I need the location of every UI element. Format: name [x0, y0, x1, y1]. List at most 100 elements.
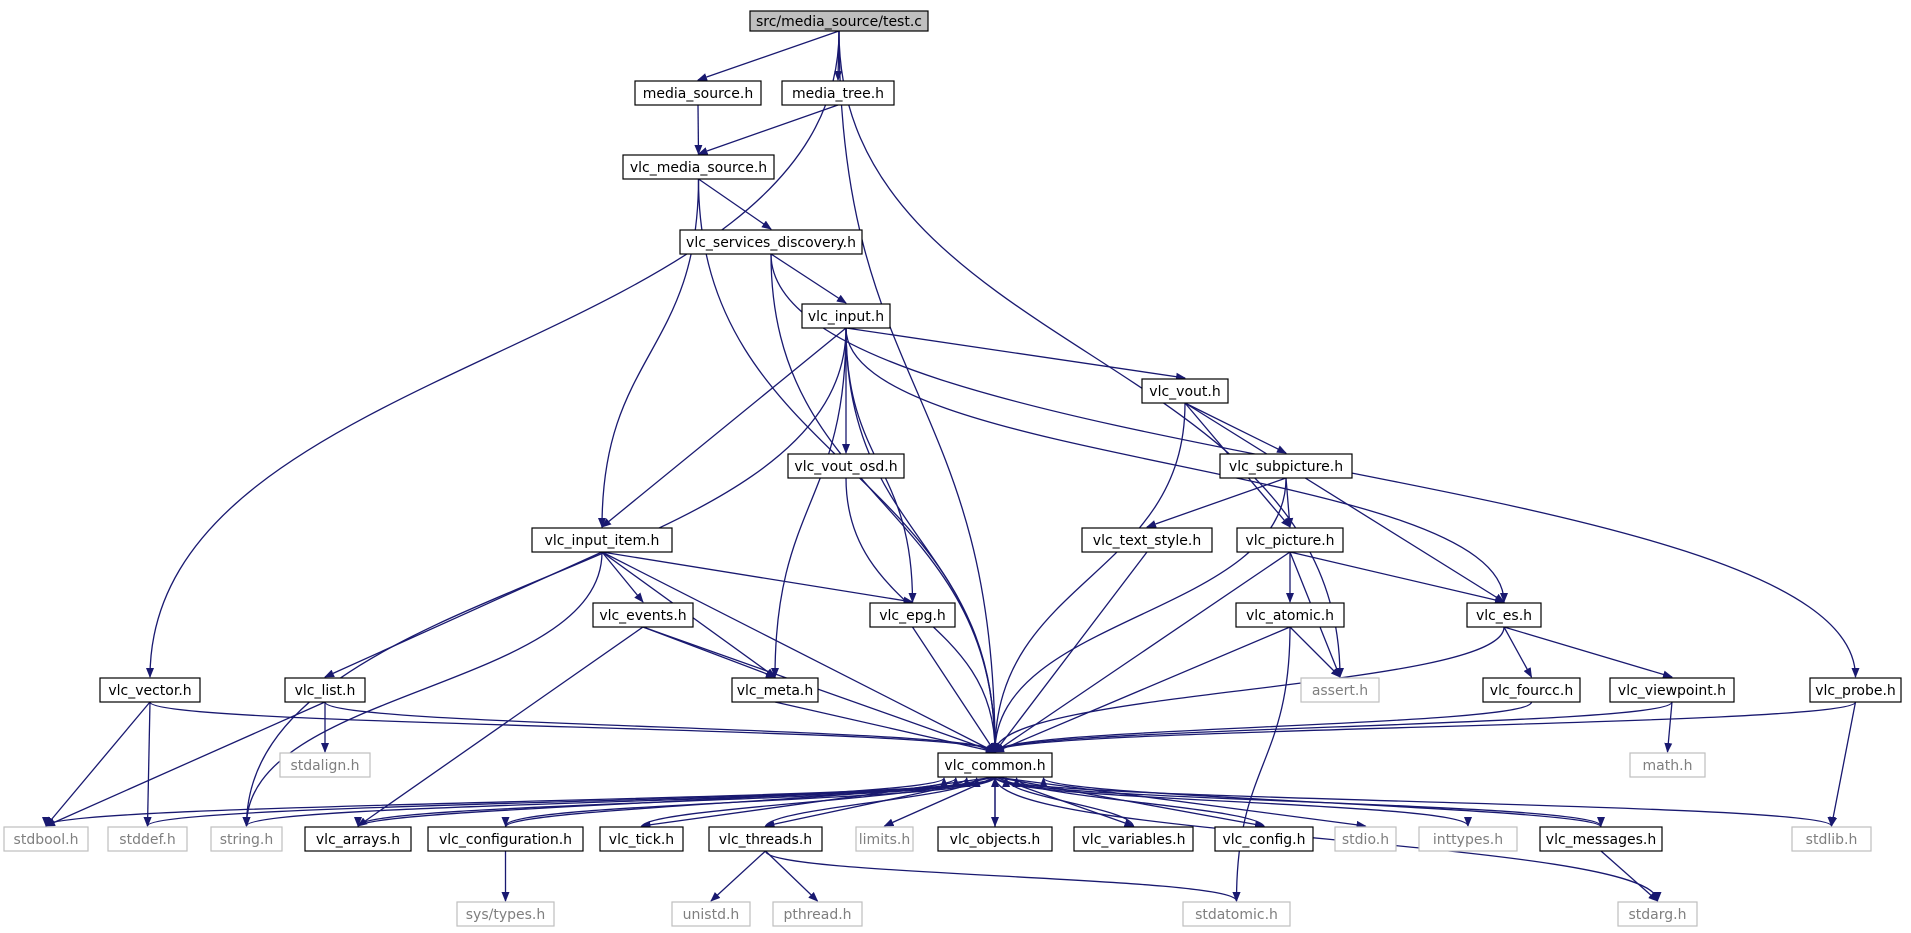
node-label: stdalign.h	[290, 758, 359, 774]
node-vlc-meta-h[interactable]: vlc_meta.h	[731, 677, 819, 703]
edge-vlc_tick_h-to-vlc_common_h	[640, 777, 971, 828]
edge-vlc_input_h-to-vlc_vout_h	[845, 327, 1186, 381]
edge-vlc_variables_h-to-vlc_common_h	[1002, 777, 1135, 828]
node-label: vlc_objects.h	[950, 832, 1041, 848]
edge-vlc_es_h-to-vlc_fourcc_h	[1503, 626, 1533, 678]
node-label: stdbool.h	[14, 832, 79, 848]
node-test-c[interactable]: src/media_source/test.c	[749, 10, 929, 32]
node-box	[456, 901, 555, 927]
node-vlc-config-h[interactable]: vlc_config.h	[1214, 826, 1314, 852]
edge-vlc_input_item_h-to-vlc_epg_h	[601, 551, 914, 605]
edge-test_c-to-vlc_vector_h	[146, 30, 840, 678]
node-vlc-es-h[interactable]: vlc_es.h	[1466, 602, 1542, 628]
node-vlc-common-h[interactable]: vlc_common.h	[937, 752, 1053, 778]
node-vlc-viewpoint-h[interactable]: vlc_viewpoint.h	[1609, 677, 1735, 703]
node-box	[1334, 826, 1397, 852]
node-label: vlc_fourcc.h	[1490, 683, 1573, 699]
node-vlc-text-style-h[interactable]: vlc_text_style.h	[1081, 527, 1213, 553]
node-box	[279, 752, 371, 778]
node-vlc-picture-h[interactable]: vlc_picture.h	[1236, 527, 1344, 553]
node-vlc-arrays-h[interactable]: vlc_arrays.h	[304, 826, 412, 852]
node-box	[671, 901, 751, 927]
edge-vlc_vector_h-to-stdbool_h	[45, 701, 151, 827]
node-box	[801, 303, 891, 329]
edge-vlc_services_discovery_h-to-vlc_input_h	[770, 253, 847, 304]
node-box	[1081, 527, 1213, 553]
edge-vlc_fourcc_h-to-vlc_common_h	[991, 701, 1533, 753]
node-label: math.h	[1643, 758, 1693, 774]
edge-vlc_events_h-to-vlc_common_h	[642, 626, 996, 753]
node-vlc-fourcc-h[interactable]: vlc_fourcc.h	[1482, 677, 1581, 703]
edge-vlc_common_h-to-stdarg_h	[994, 776, 1662, 902]
node-vlc-services-discovery-h[interactable]: vlc_services_discovery.h	[679, 229, 863, 255]
edge-vlc_threads_h-to-stdatomic_h	[764, 850, 1241, 902]
edge-vlc_list_h-to-vlc_common_h	[324, 701, 999, 753]
edge-vlc_config_h-to-vlc_common_h	[1012, 777, 1265, 828]
node-box	[855, 826, 914, 852]
edge-vlc_threads_h-to-vlc_common_h	[764, 777, 981, 828]
node-box	[99, 677, 201, 703]
node-vlc-probe-h[interactable]: vlc_probe.h	[1809, 677, 1902, 703]
node-vlc-threads-h[interactable]: vlc_threads.h	[708, 826, 823, 852]
node-vlc-atomic-h[interactable]: vlc_atomic.h	[1235, 602, 1345, 628]
node-box	[622, 154, 775, 180]
node-vlc-messages-h[interactable]: vlc_messages.h	[1539, 826, 1663, 852]
node-label: vlc_input.h	[808, 309, 884, 325]
edge-vlc_input_item_h-to-vlc_list_h	[324, 551, 603, 678]
node-inttypes-h: inttypes.h	[1418, 826, 1518, 852]
node-box	[1418, 826, 1518, 852]
node-label: vlc_text_style.h	[1093, 533, 1201, 549]
edges-layer	[42, 30, 1860, 902]
node-media-tree-h[interactable]: media_tree.h	[781, 80, 895, 106]
node-label: vlc_media_source.h	[630, 160, 767, 176]
node-label: vlc_epg.h	[879, 608, 946, 624]
node-vlc-configuration-h[interactable]: vlc_configuration.h	[427, 826, 584, 852]
node-label: vlc_meta.h	[737, 683, 814, 699]
node-label: vlc_es.h	[1476, 608, 1532, 624]
node-vlc-subpicture-h[interactable]: vlc_subpicture.h	[1219, 453, 1353, 479]
node-vlc-variables-h[interactable]: vlc_variables.h	[1073, 826, 1194, 852]
node-box	[1219, 453, 1353, 479]
node-box	[749, 10, 929, 32]
node-math-h: math.h	[1629, 752, 1706, 778]
node-label: sys/types.h	[466, 907, 545, 923]
node-vlc-events-h[interactable]: vlc_events.h	[592, 602, 694, 628]
node-label: vlc_tick.h	[609, 832, 674, 848]
node-vlc-media-source-h[interactable]: vlc_media_source.h	[622, 154, 775, 180]
node-label: vlc_vout_osd.h	[794, 459, 897, 475]
node-label: stddef.h	[119, 832, 175, 848]
node-vlc-input-h[interactable]: vlc_input.h	[801, 303, 891, 329]
node-media-source-h[interactable]: media_source.h	[634, 80, 762, 106]
node-box	[210, 826, 283, 852]
edge-vlc_viewpoint_h-to-vlc_common_h	[991, 701, 1673, 753]
node-vlc-tick-h[interactable]: vlc_tick.h	[599, 826, 684, 852]
node-label: vlc_list.h	[295, 683, 356, 699]
node-vlc-list-h[interactable]: vlc_list.h	[284, 677, 366, 703]
node-vlc-input-item-h[interactable]: vlc_input_item.h	[531, 527, 673, 553]
node-box	[1073, 826, 1194, 852]
node-box	[304, 826, 412, 852]
node-label: vlc_messages.h	[1546, 832, 1656, 848]
node-stdlib-h: stdlib.h	[1791, 826, 1872, 852]
edge-vlc_arrays_h-to-vlc_common_h	[357, 777, 948, 828]
node-vlc-objects-h[interactable]: vlc_objects.h	[937, 826, 1053, 852]
node-box	[107, 826, 188, 852]
edge-vlc_input_h-to-vlc_input_item_h	[601, 327, 847, 528]
node-vlc-epg-h[interactable]: vlc_epg.h	[869, 602, 956, 628]
edge-vlc_services_discovery_h-to-vlc_common_h	[770, 253, 999, 753]
node-box	[531, 527, 673, 553]
edge-vlc_events_h-to-vlc_arrays_h	[357, 626, 644, 827]
edge-vlc_es_h-to-vlc_viewpoint_h	[1503, 626, 1673, 679]
node-limits-h: limits.h	[855, 826, 914, 852]
node-stdarg-h: stdarg.h	[1617, 901, 1698, 927]
node-stddef-h: stddef.h	[107, 826, 188, 852]
node-vlc-vector-h[interactable]: vlc_vector.h	[99, 677, 201, 703]
edge-media_tree_h-to-vlc_media_source_h	[697, 104, 839, 155]
node-box	[781, 80, 895, 106]
edge-test_c-to-vlc_common_h	[838, 30, 999, 753]
node-vlc-vout-h[interactable]: vlc_vout.h	[1141, 378, 1229, 404]
node-label: media_tree.h	[792, 86, 884, 102]
node-box	[772, 901, 863, 927]
node-box	[1539, 826, 1663, 852]
node-vlc-vout-osd-h[interactable]: vlc_vout_osd.h	[787, 453, 905, 479]
